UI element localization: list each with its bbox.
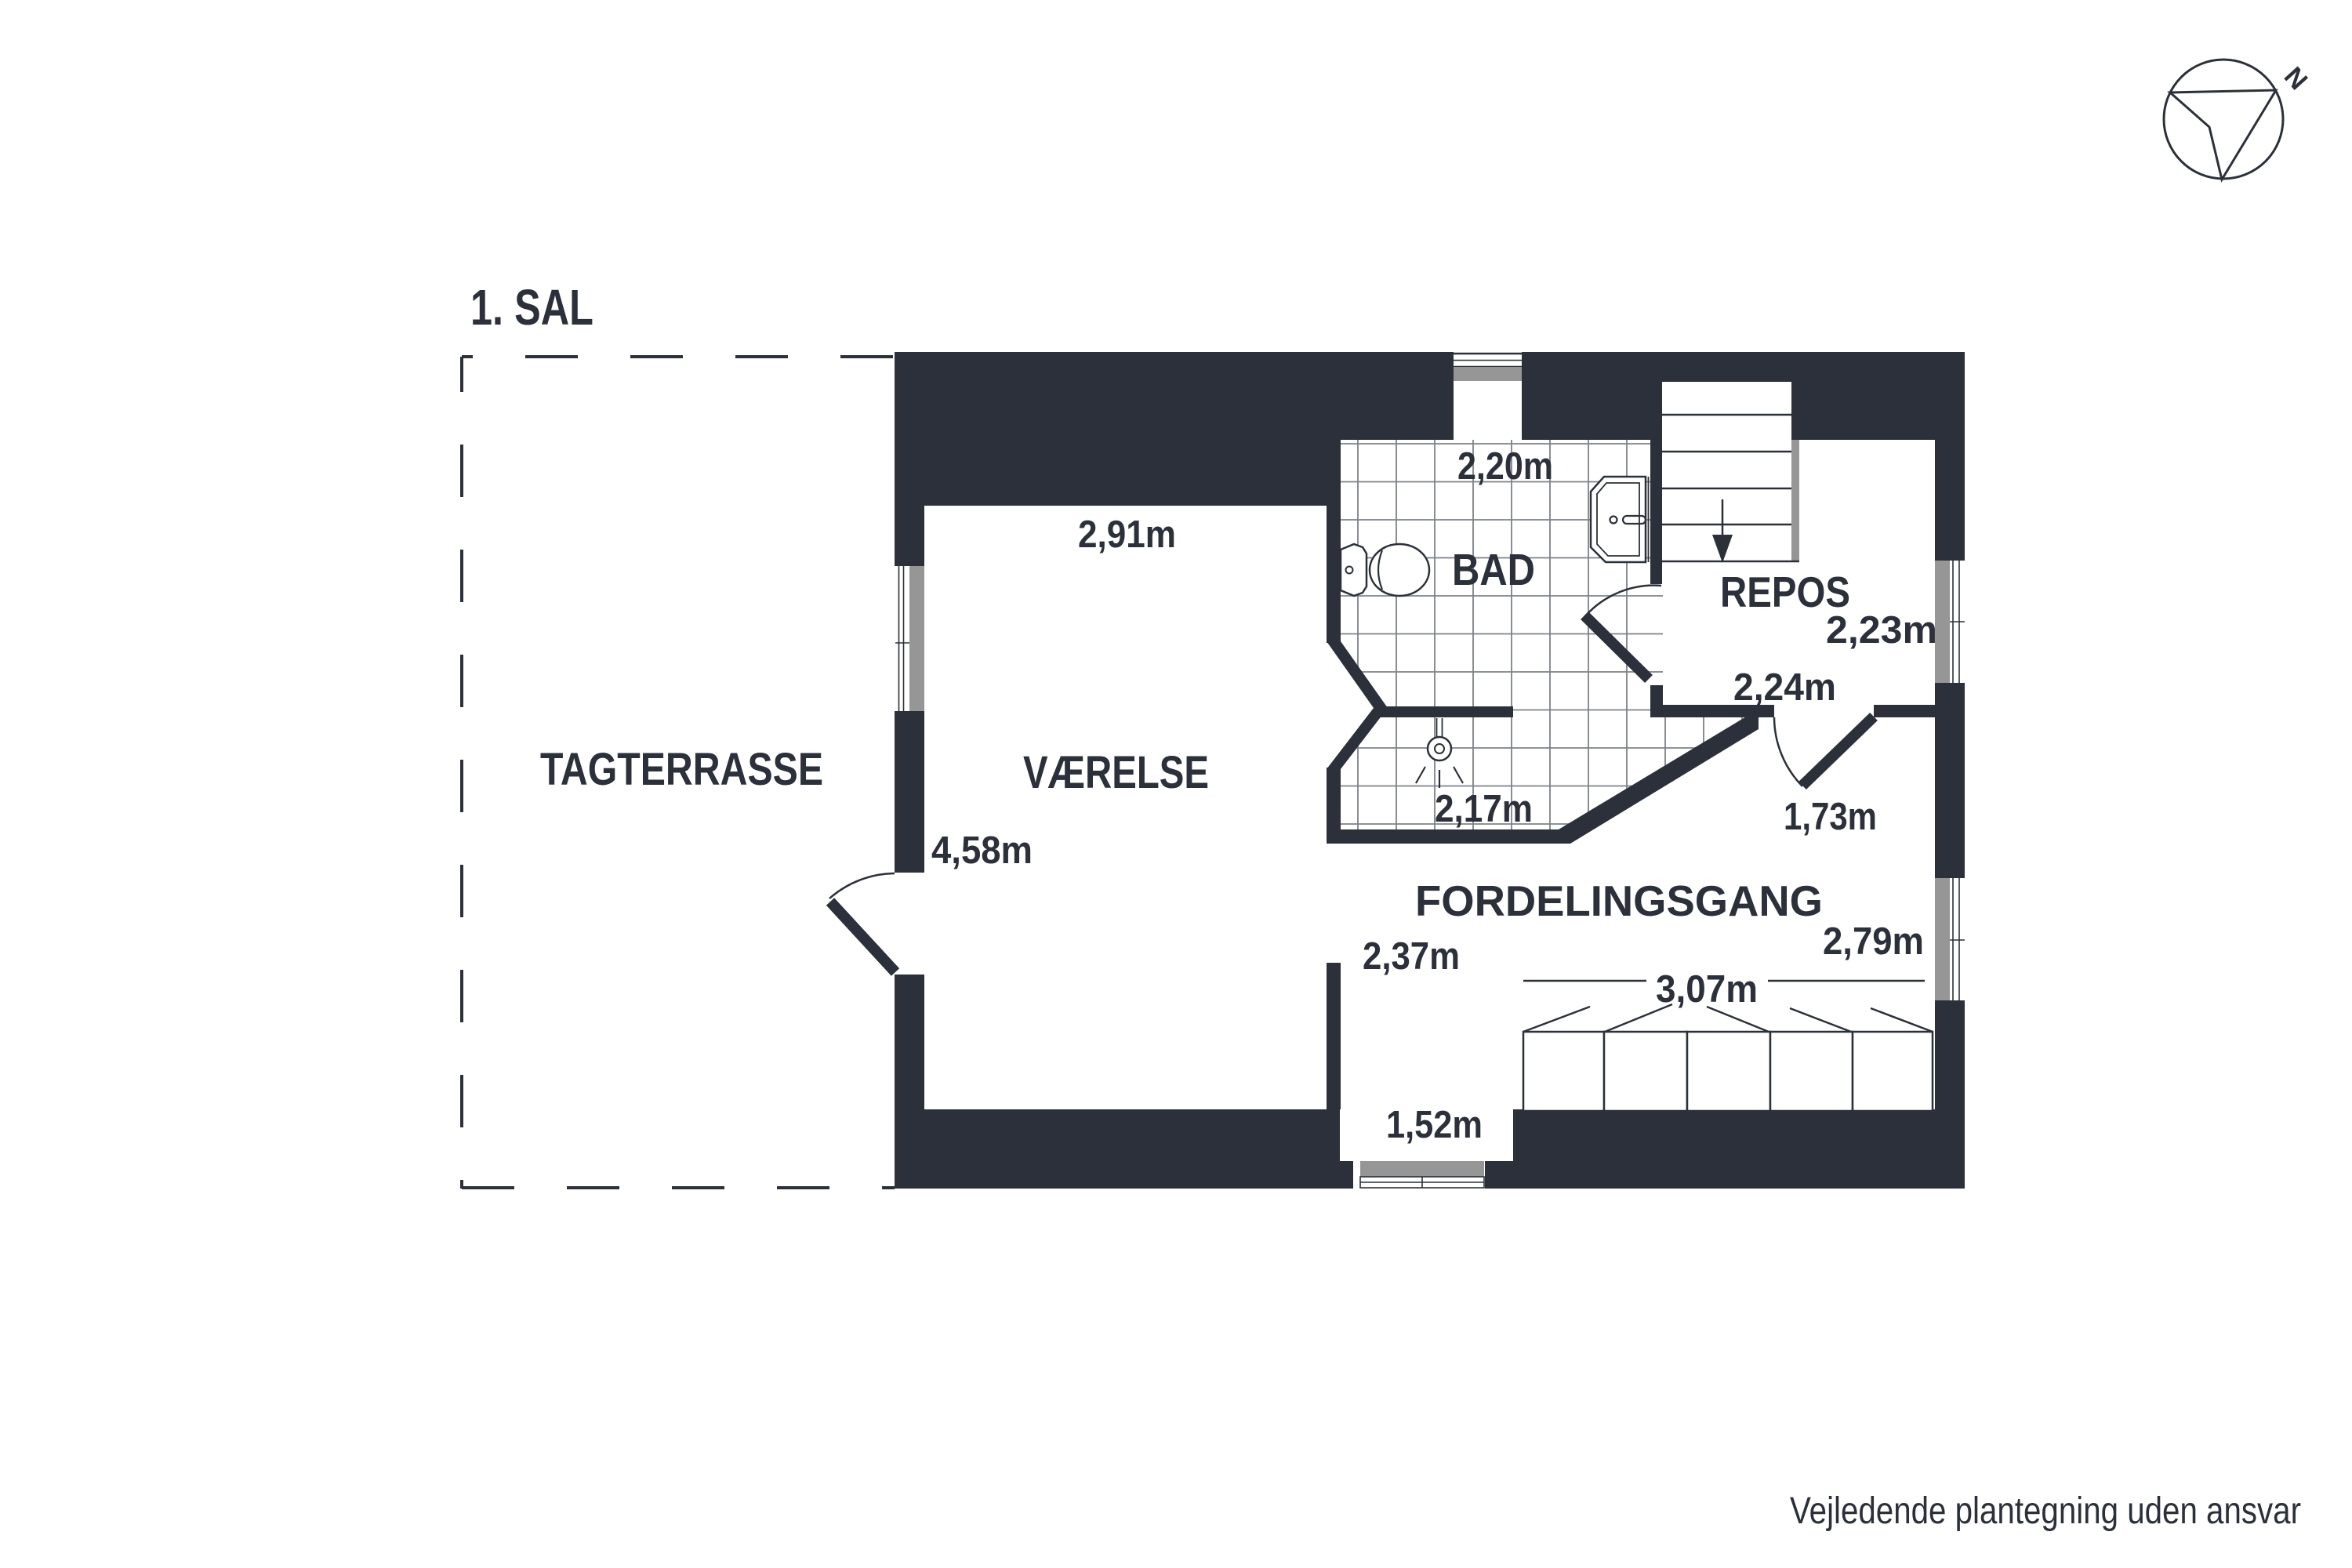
svg-text:2,79m: 2,79m xyxy=(1823,920,1924,963)
svg-text:1. SAL: 1. SAL xyxy=(470,279,593,336)
svg-text:3,07m: 3,07m xyxy=(1656,968,1758,1011)
svg-text:BAD: BAD xyxy=(1452,545,1535,595)
svg-text:Vejledende plantegning uden an: Vejledende plantegning uden ansvar xyxy=(1790,1490,2301,1532)
svg-text:REPOS: REPOS xyxy=(1720,568,1850,616)
svg-text:2,17m: 2,17m xyxy=(1435,788,1533,830)
svg-text:1,73m: 1,73m xyxy=(1784,796,1877,838)
svg-text:2,23m: 2,23m xyxy=(1826,609,1937,652)
svg-text:2,37m: 2,37m xyxy=(1363,935,1460,978)
svg-text:VÆRELSE: VÆRELSE xyxy=(1023,747,1209,798)
svg-text:2,91m: 2,91m xyxy=(1078,514,1176,556)
svg-text:TAGTERRASSE: TAGTERRASSE xyxy=(540,744,823,795)
svg-text:2,20m: 2,20m xyxy=(1457,445,1553,488)
svg-text:1,52m: 1,52m xyxy=(1386,1104,1483,1146)
svg-text:4,58m: 4,58m xyxy=(931,829,1033,872)
svg-text:FORDELINGSGANG: FORDELINGSGANG xyxy=(1415,877,1823,925)
svg-text:2,24m: 2,24m xyxy=(1733,666,1836,709)
